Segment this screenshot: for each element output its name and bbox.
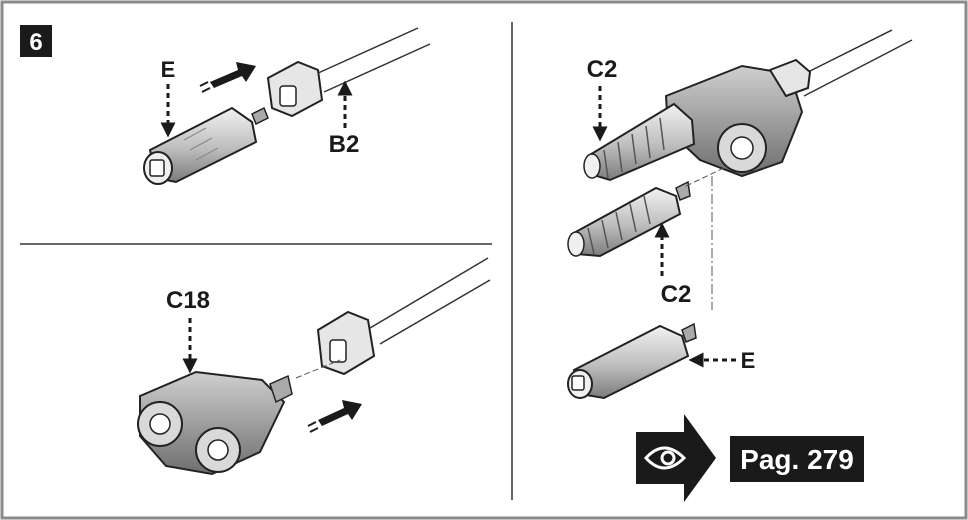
multi-head-body: [664, 58, 812, 178]
panel-right: C2 C2 E Pag. 279: [567, 29, 913, 502]
lance-tube: [795, 29, 913, 97]
page-reference: Pag. 279: [740, 444, 854, 475]
figure-number-badge: 6: [20, 25, 52, 57]
double-head-c18: [137, 370, 293, 476]
label-lance-b2: B2: [329, 131, 360, 158]
label-double-head-c18: C18: [166, 287, 210, 314]
label-nozzle-e: E: [161, 57, 176, 82]
lance-coupling: [316, 310, 376, 376]
label-nozzle-e-right: E: [741, 348, 756, 373]
push-arrow-icon: [307, 400, 362, 433]
nozzle-e-right: [567, 322, 697, 400]
eye-icon: [636, 414, 716, 502]
rotary-nozzle-c2-attached: [583, 102, 696, 182]
alignment-line: [685, 165, 729, 187]
label-rotary-nozzle-c2-mid: C2: [661, 281, 692, 308]
figure-number: 6: [29, 29, 42, 56]
nozzle-e: [143, 106, 269, 185]
panel-top-left: E B2: [143, 27, 431, 185]
page-reference-badge: Pag. 279: [730, 436, 864, 482]
alignment-line: [295, 359, 341, 379]
label-rotary-nozzle-c2-top: C2: [587, 56, 618, 83]
rotary-nozzle-c2-loose: [567, 180, 691, 258]
lance-coupling: [266, 60, 324, 118]
lance-tube: [369, 257, 491, 345]
push-arrow-icon: [199, 62, 256, 93]
panel-bottom-left: C18: [137, 257, 491, 476]
